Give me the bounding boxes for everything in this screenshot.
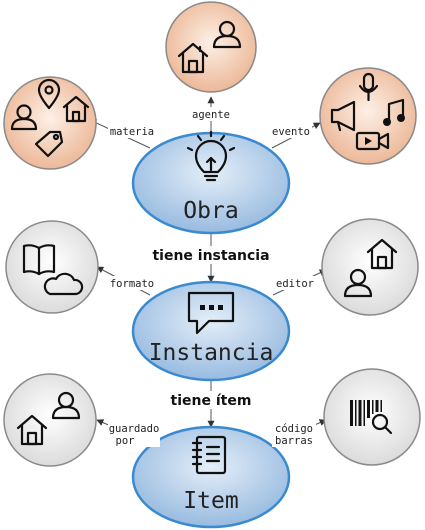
node-label-obra: Obra [183,198,238,224]
edge-label-codigo-barras: barras [275,435,313,447]
edge-label-formato: formato [110,278,154,290]
house-icon [366,238,398,270]
house-icon [177,42,209,74]
location-pin-icon [37,78,61,110]
house-icon [16,414,48,446]
megaphone-icon [330,100,356,132]
edge-label-materia: materia [110,126,154,138]
satellite-materia [3,76,97,170]
satellite-agente [165,1,257,93]
video-camera-icon [355,131,390,151]
node-obra: Obra [131,130,291,235]
edge-label-guardado: guardado [109,423,160,435]
edge-label-guardado-por: por [116,435,135,447]
satellite-guardado [3,373,97,467]
person-icon [51,391,81,420]
person-icon [10,104,38,131]
book-icon [22,244,56,276]
house-icon [62,95,90,123]
barcode-search-icon [350,400,393,435]
speech-bubble-icon [187,291,235,335]
edge-label-tiene-item: tiene ítem [171,393,252,409]
person-icon [343,268,373,298]
satellite-evento [319,67,417,165]
lightbulb-icon [186,130,236,182]
node-instancia: Instancia [131,280,291,382]
satellite-formato [5,220,99,314]
edge-label-evento: evento [272,126,310,138]
notebook-icon [191,435,227,475]
edge-label-tiene-instancia: tiene instancia [152,248,269,264]
node-label-item: Item [183,488,238,514]
edge-label-codigo: código [275,423,313,435]
person-icon [212,20,242,49]
satellite-editor [321,218,419,316]
music-notes-icon [383,98,405,126]
edge-label-agente: agente [192,109,230,121]
cloud-icon [43,272,84,296]
node-label-instancia: Instancia [149,340,274,366]
node-item: Item [131,425,291,529]
microphone-icon [358,72,379,102]
satellite-codigo [323,368,421,466]
tag-icon [34,130,64,158]
edge-label-editor: editor [276,278,314,290]
